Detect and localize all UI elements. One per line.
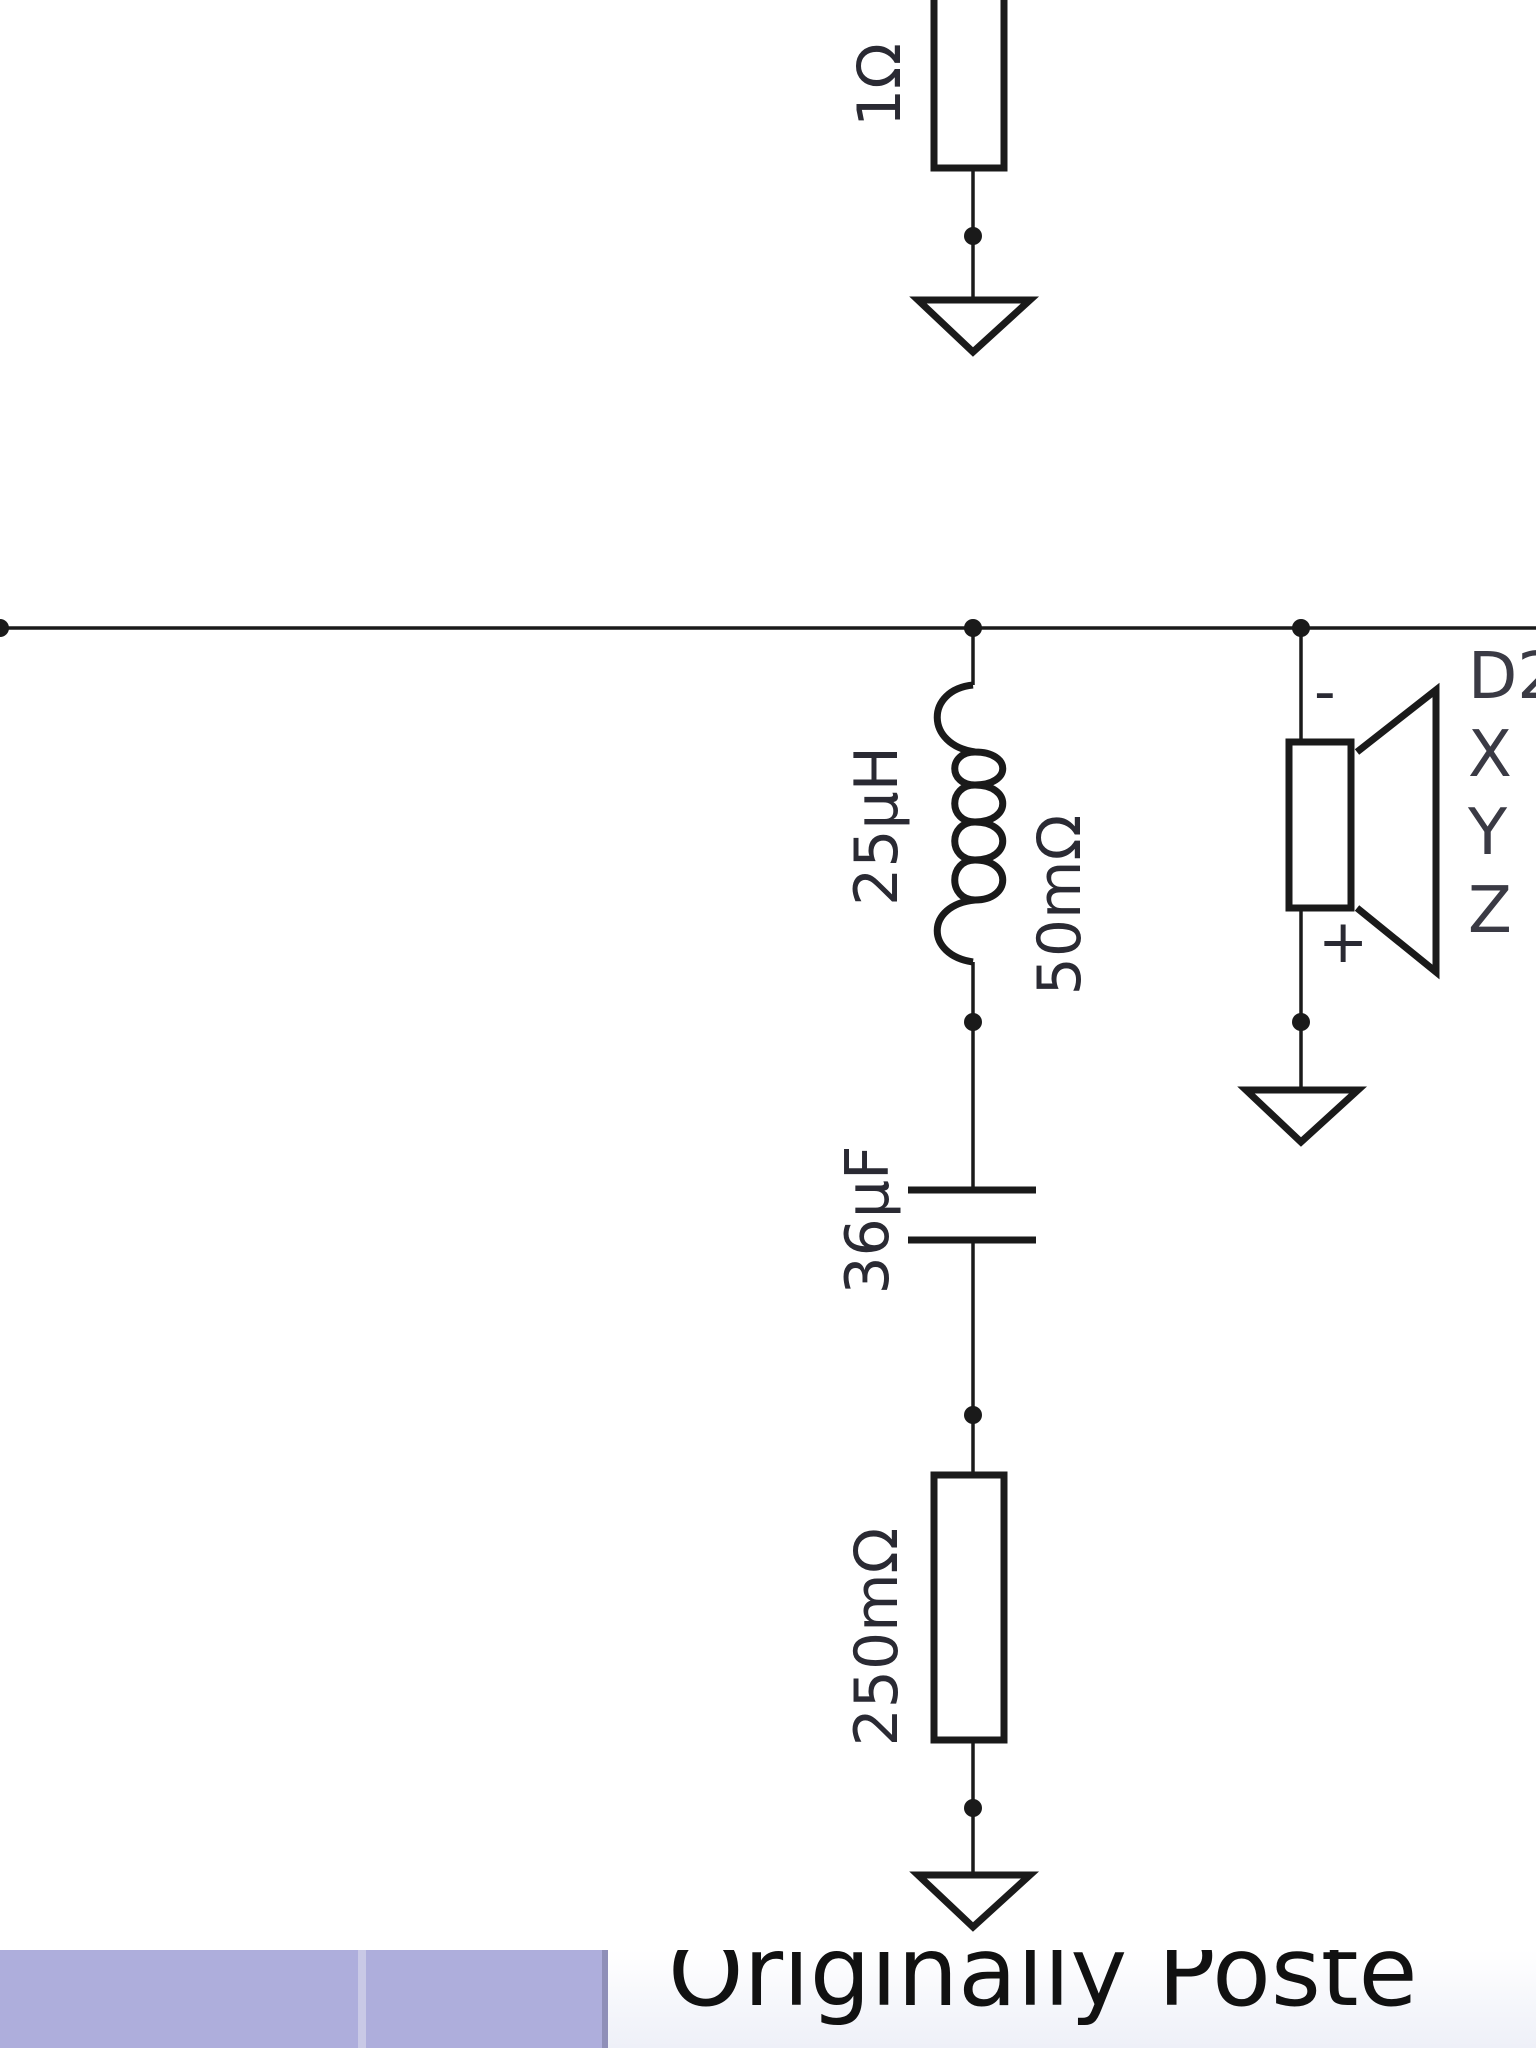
ground-symbol (1237, 1086, 1368, 1147)
speaker-cone (1354, 682, 1440, 980)
resistor-1ohm (930, 0, 1008, 172)
speaker-driver: - + D2 X Y Z (1237, 628, 1536, 1147)
inductor-resistance-label: 50mΩ (1025, 815, 1095, 996)
resistor-1ohm-label: 1Ω (845, 43, 915, 127)
inductor-value-label: 25µH (842, 746, 912, 906)
speaker-name-label: D2 (1468, 640, 1536, 714)
speaker-voice-coil (1285, 738, 1355, 912)
inductor-branch: 25µH 50mΩ (842, 628, 1095, 1031)
ground-symbol (909, 296, 1040, 357)
quote-title: Originally Poste (668, 1950, 1418, 2028)
tab-divider (602, 1950, 608, 2048)
speaker-x-label: X (1468, 718, 1512, 792)
speaker-plus-label: + (1318, 907, 1368, 977)
inductor-coil (933, 681, 1007, 966)
resistor-250mohm (930, 1471, 1008, 1744)
main-bus (0, 619, 1536, 637)
bottom-strip: Originally Poste (0, 1950, 1536, 2048)
speaker-z-label: Z (1468, 874, 1512, 948)
tab-divider (358, 1950, 366, 2048)
speaker-minus-label: - (1314, 657, 1336, 727)
capacitor-value-label: 36µF (833, 1145, 903, 1294)
speaker-y-label: Y (1467, 796, 1508, 870)
resistor-250mohm-branch: 250mΩ (842, 1415, 1040, 1932)
crossover-schematic: 1Ω 25µH 50mΩ 36µF 250mΩ (0, 0, 1536, 1932)
capacitor-branch: 36µF (833, 1022, 1036, 1424)
resistor-250mohm-label: 250mΩ (842, 1528, 912, 1747)
quote-header: Originally Poste (608, 1950, 1536, 2048)
toolbar-tab[interactable] (0, 1950, 358, 2048)
ground-symbol (909, 1871, 1040, 1932)
toolbar-tab[interactable] (366, 1950, 602, 2048)
bus-left-node (0, 619, 9, 637)
resistor-1ohm-branch: 1Ω (845, 0, 1040, 357)
